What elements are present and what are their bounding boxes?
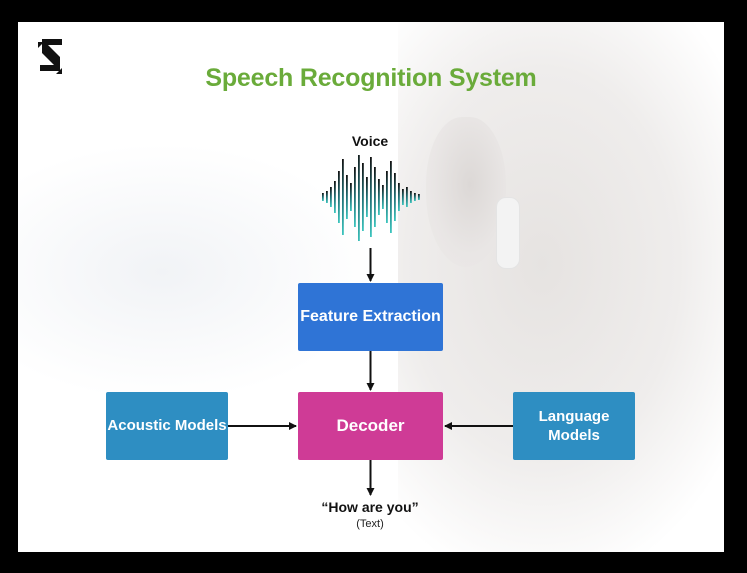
feature-extraction-box: Feature Extraction <box>298 283 443 351</box>
wave-bar <box>378 179 380 215</box>
wave-bar <box>414 193 416 201</box>
wave-bar <box>350 183 352 211</box>
output-text: “How are you” <box>321 499 419 515</box>
wave-bar <box>394 173 396 221</box>
wave-bar <box>370 157 372 237</box>
wave-bar <box>406 187 408 207</box>
wave-bar <box>326 191 328 203</box>
wave-bar <box>330 187 332 207</box>
wave-bar <box>362 163 364 231</box>
wave-bar <box>322 193 324 201</box>
wave-bar <box>398 183 400 211</box>
wave-bar <box>338 171 340 223</box>
wave-bar <box>366 177 368 217</box>
background-person-photo <box>398 22 724 552</box>
background-earbud <box>496 197 520 269</box>
wave-bar <box>358 155 360 241</box>
wave-bar <box>342 159 344 235</box>
wave-bar <box>334 181 336 213</box>
flow-arrows <box>228 248 513 496</box>
diagram-title: Speech Recognition System <box>205 64 537 92</box>
wave-bar <box>354 167 356 227</box>
voice-label: Voice <box>351 133 389 149</box>
acoustic-models-box: Acoustic Models <box>106 392 228 460</box>
wave-bar <box>386 171 388 223</box>
wave-bar <box>390 161 392 233</box>
background-ear <box>426 117 506 267</box>
slide: Speech Recognition System Voice Feature … <box>18 22 724 552</box>
sound-wave-icon <box>322 155 420 241</box>
wave-bar <box>382 185 384 209</box>
wave-bar <box>418 194 420 200</box>
brand-s-logo-icon <box>38 39 62 74</box>
wave-bar <box>374 167 376 227</box>
language-models-box: Language Models <box>513 392 635 460</box>
output-subtext: (Text) <box>356 518 384 530</box>
wave-bar <box>410 191 412 203</box>
decoder-box: Decoder <box>298 392 443 460</box>
background-circuit-decoration <box>18 142 378 402</box>
wave-bar <box>402 189 404 205</box>
wave-bar <box>346 175 348 219</box>
